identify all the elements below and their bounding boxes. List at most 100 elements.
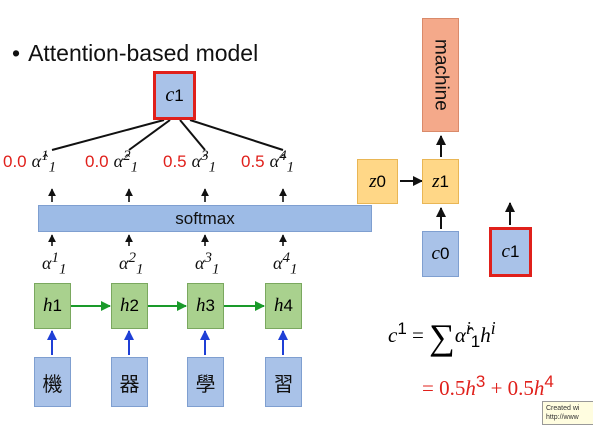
h-base: h (43, 295, 53, 316)
alpha-base: α (273, 253, 283, 273)
alpha-base: α (195, 253, 205, 273)
h-base: h (196, 295, 206, 316)
alpha-hat-symbol: α̂11 (31, 148, 56, 176)
f2-h-a-sup: 3 (475, 372, 486, 391)
output-machine: machine (422, 18, 459, 132)
watermark-line-1: Created wi (546, 405, 580, 412)
h-base: h (274, 295, 284, 316)
weight-line-1 (51, 119, 165, 151)
input-char-2: 器 (111, 357, 148, 407)
output-word: machine (430, 39, 452, 111)
alpha-sub: 1 (289, 261, 298, 278)
bullet: • (12, 40, 21, 66)
watermark-tooltip: Created wi http://www (542, 401, 593, 425)
h-sup: 2 (129, 296, 139, 315)
alpha-label-2: α21 (119, 250, 143, 279)
hat-base: α̂ (191, 151, 202, 171)
hat-sub: 1 (48, 159, 57, 176)
f2-h-a: h (465, 376, 476, 400)
hat-sup: 3 (201, 148, 209, 164)
input-char-1: 機 (34, 357, 71, 407)
f-term-sup: i (465, 318, 471, 338)
alpha-sub: 1 (135, 261, 144, 278)
hat-base: α̂ (113, 151, 124, 171)
weight-line-2 (128, 119, 171, 151)
weight-value: 0.5 (163, 152, 187, 171)
f-term-sub: 1 (470, 332, 481, 352)
weight-value: 0.5 (241, 152, 265, 171)
z0-sup: 0 (376, 171, 386, 191)
alpha-hat-symbol: α̂31 (191, 148, 216, 176)
alpha-hat-label-4: 0.5 α̂41 (241, 148, 294, 177)
h-sup: 4 (283, 296, 293, 315)
weight-value: 0.0 (3, 152, 27, 171)
f2-coef-b: 0.5 (507, 376, 534, 400)
char-text: 器 (119, 371, 140, 396)
char-text: 機 (42, 371, 63, 396)
c0-base: c (431, 243, 440, 264)
f2-h-b-sup: 4 (544, 372, 554, 391)
alpha-hat-label-2: 0.0 α̂21 (85, 148, 138, 177)
weight-line-3 (179, 119, 206, 151)
f-h-sup: i (490, 318, 496, 338)
h-sup: 3 (205, 296, 215, 315)
z1-base: z (432, 170, 440, 192)
alpha-label-1: α11 (42, 250, 66, 279)
alpha-sub: 1 (58, 261, 67, 278)
c1-base: c (501, 241, 510, 262)
formula-line-2: = 0.5h3 + 0.5h4 (422, 372, 554, 401)
f-lhs-base: c (388, 323, 398, 347)
f-eq: = (412, 323, 424, 347)
title-text: Attention-based model (28, 40, 259, 66)
f2-eq: = (422, 376, 434, 400)
hat-sup: 2 (123, 148, 131, 164)
f2-coef-a: 0.5 (439, 376, 466, 400)
alpha-sup: 2 (128, 250, 136, 266)
alpha-base: α (119, 253, 129, 273)
alpha-sub: 1 (211, 261, 220, 278)
f2-plus: + (490, 376, 503, 400)
z0-base: z (369, 170, 377, 192)
h-base: h (120, 295, 130, 316)
alpha-hat-label-3: 0.5 α̂31 (163, 148, 216, 177)
alpha-hat-symbol: α̂41 (269, 148, 294, 176)
alpha-label-4: α41 (273, 250, 297, 279)
context-sup: 1 (174, 85, 184, 105)
alpha-sup: 4 (282, 250, 290, 266)
watermark-line-2: http://www (546, 414, 579, 421)
alpha-base: α (42, 253, 52, 273)
hat-sub: 1 (286, 159, 295, 176)
hat-base: α̂ (269, 151, 280, 171)
hat-sup: 4 (279, 148, 287, 164)
alpha-hat-label-1: 0.0 α̂11 (3, 148, 56, 177)
alpha-sup: 3 (204, 250, 212, 266)
c1-sup: 1 (509, 242, 520, 261)
f-term-base: α̂ (454, 323, 466, 347)
slide-title: • Attention-based model (12, 40, 258, 67)
f-sigma: ∑ (429, 317, 455, 357)
hat-base: α̂ (31, 151, 42, 171)
weight-value: 0.0 (85, 152, 109, 171)
weight-line-4 (189, 119, 284, 151)
alpha-label-3: α31 (195, 250, 219, 279)
context-base: c (165, 84, 175, 106)
alpha-sup: 1 (51, 250, 59, 266)
formula-line-1: c1 = ∑α̂i1hi (388, 316, 496, 358)
f2-h-b: h (533, 376, 545, 400)
hat-sub: 1 (208, 159, 217, 176)
f-h-base: h (480, 323, 491, 347)
alpha-hat-symbol: α̂21 (113, 148, 138, 176)
f-lhs-sup: 1 (397, 319, 407, 338)
input-char-3: 學 (187, 357, 224, 407)
hat-sub: 1 (130, 159, 139, 176)
